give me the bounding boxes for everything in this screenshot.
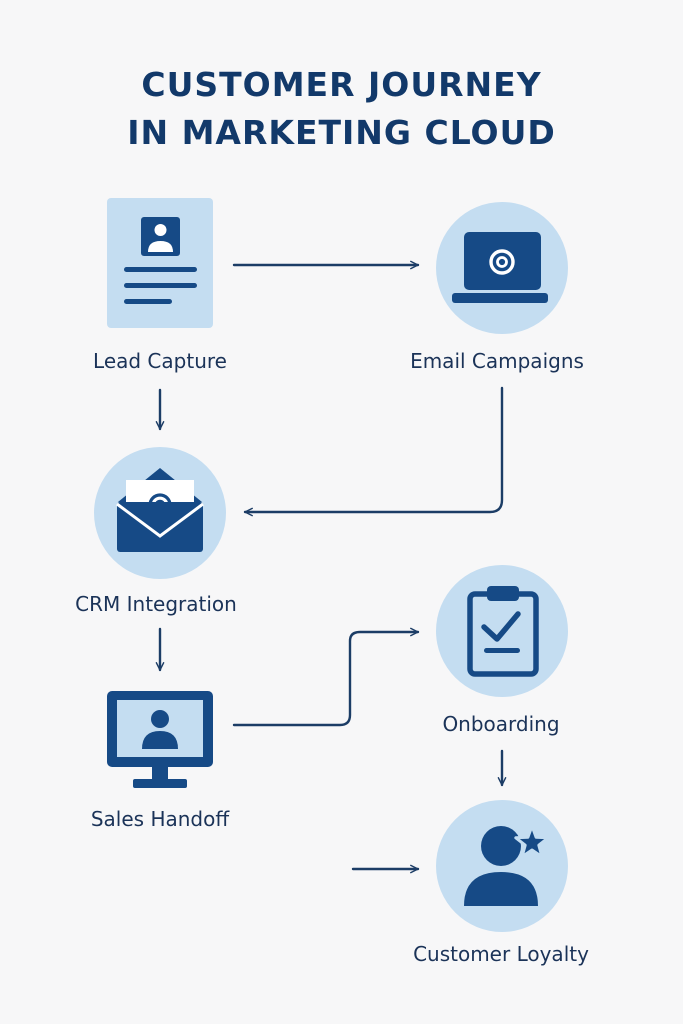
step-label-sales-handoff: Sales Handoff <box>90 807 230 831</box>
step-label-onboarding: Onboarding <box>442 712 560 736</box>
clipboard-check-icon <box>436 565 568 697</box>
step-label-crm-integration: CRM Integration <box>75 592 237 616</box>
title-line-1: CUSTOMER JOURNEY <box>141 65 542 104</box>
step-label-customer-loyalty: Customer Loyalty <box>413 942 589 966</box>
user-star-icon <box>436 800 568 932</box>
arrow-sales-to-onboarding <box>232 627 420 727</box>
lead-form-icon <box>107 198 213 328</box>
laptop-at-icon <box>436 202 568 334</box>
step-label-email-campaigns: Email Campaigns <box>410 349 584 373</box>
title-line-2: IN MARKETING CLOUD <box>127 113 556 152</box>
step-label-lead-capture: Lead Capture <box>93 349 227 373</box>
arrow-email-to-crm <box>243 386 504 517</box>
envelope-at-icon <box>94 447 226 579</box>
monitor-user-icon <box>107 691 213 788</box>
